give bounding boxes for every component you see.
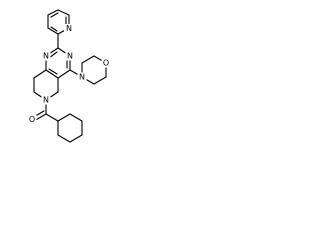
svg-text:N: N [79,73,85,82]
svg-text:N: N [66,24,72,33]
atom-label-pyridine-n: N [64,24,73,33]
svg-text:N: N [67,52,73,61]
atom-label-piperidine-n: N [41,95,51,105]
atom-label-morpholine-o: O [101,58,111,68]
cyclohexane-ring [57,113,83,143]
atom-label-carbonyl-o: O [27,115,37,124]
svg-text:N: N [43,52,49,61]
svg-text:O: O [103,59,109,68]
carbonyl-to-cyclohexyl-bond [45,113,59,122]
atom-label-pyrimidine-n3: N [65,51,75,61]
svg-text:N: N [43,96,49,105]
svg-text:O: O [29,115,35,124]
atom-label-pyrimidine-n1: N [41,51,51,61]
molecule-structure-diagram: N N N N O N O [27,9,111,143]
morpholine-ring [81,55,107,85]
atom-label-morpholine-n: N [77,72,87,82]
